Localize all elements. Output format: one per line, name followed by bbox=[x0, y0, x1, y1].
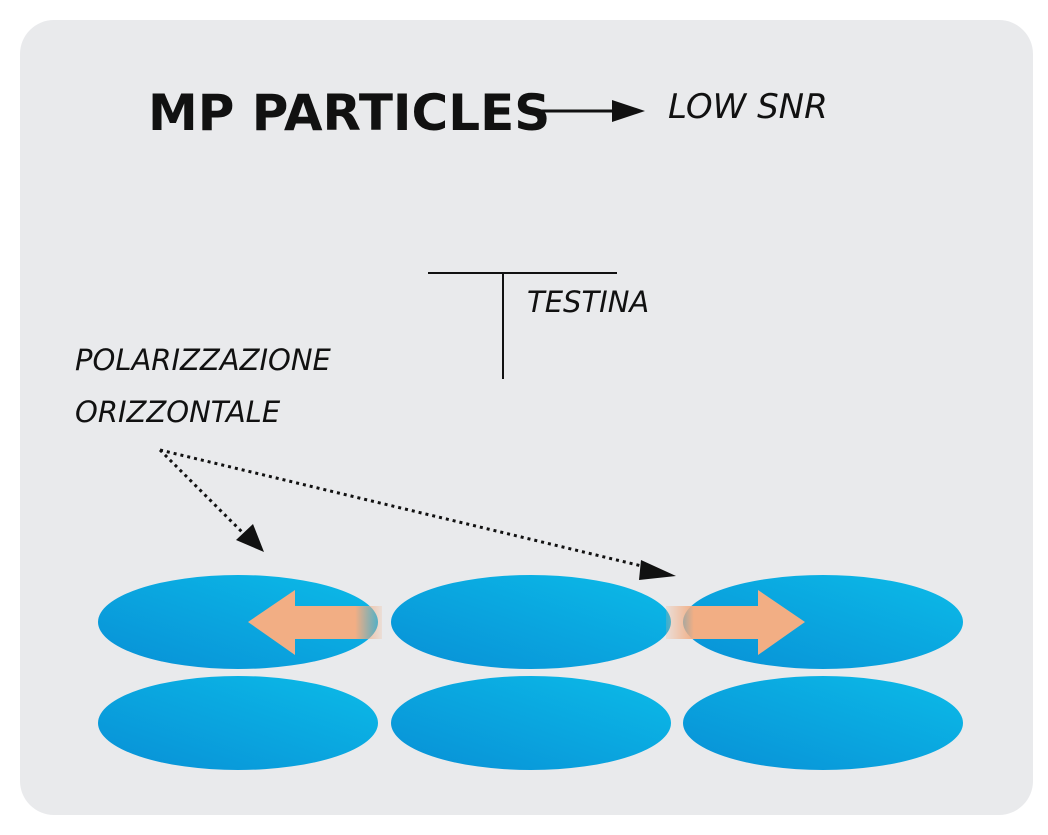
particles bbox=[98, 575, 963, 770]
particle bbox=[683, 676, 963, 770]
particle bbox=[98, 676, 378, 770]
particle bbox=[98, 575, 378, 669]
particle bbox=[683, 575, 963, 669]
result-arrow-head bbox=[612, 100, 645, 122]
title: MP PARTICLES bbox=[148, 84, 550, 142]
magnetization-arrow-left bbox=[248, 590, 382, 655]
head-label: TESTINA bbox=[527, 285, 649, 319]
polarization-label-line1: POLARIZZAZIONE bbox=[75, 343, 332, 377]
magnetization-arrow-right bbox=[666, 590, 805, 655]
particle bbox=[391, 575, 671, 669]
pointer-arrowhead-left bbox=[236, 524, 264, 552]
pointer-dotted-right bbox=[159, 448, 651, 570]
pointer-arrowhead-right bbox=[639, 560, 676, 580]
result-label: LOW SNR bbox=[668, 87, 828, 127]
polarization-label-line2: ORIZZONTALE bbox=[75, 395, 281, 429]
particle bbox=[391, 676, 671, 770]
